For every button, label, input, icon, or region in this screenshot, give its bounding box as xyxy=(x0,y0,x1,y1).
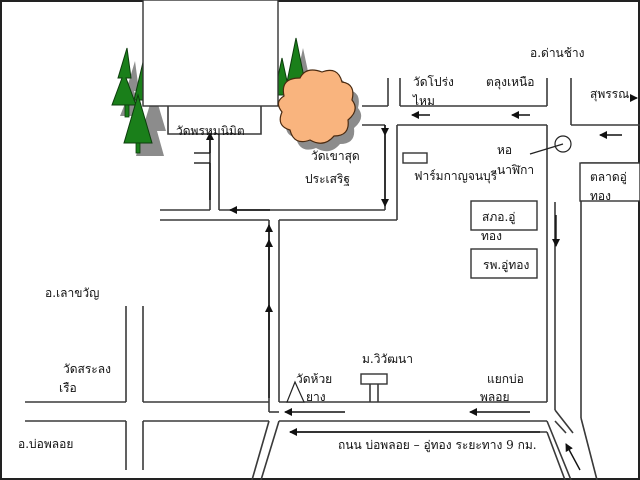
label-market: ตลาดอู่ xyxy=(590,170,627,185)
label-wat-sa-long-ruea: วัดสระลง xyxy=(63,362,111,376)
label-hospital: รพ.อู่ทอง xyxy=(483,258,529,273)
police-station-box xyxy=(470,200,538,231)
label-main-road: ถนน บ่อพลอย – อู่ทอง ระยะทาง 9 กม. xyxy=(338,438,537,453)
wat-phromnimit-outline xyxy=(167,106,262,135)
school-marker xyxy=(360,373,388,385)
label-wat-khao-sut-2: ประเสริฐ xyxy=(305,172,350,186)
label-police-station-2: ทอง xyxy=(481,229,502,243)
label-farm-kanchanaburi: ฟาร์มกาญจนบุรี xyxy=(414,169,498,184)
label-wiwatana-school: ม.วิวัฒนา xyxy=(362,352,413,366)
pine-tree-icon xyxy=(111,47,166,156)
label-market-2: ทอง xyxy=(590,189,611,203)
label-amphoe-dan-chang: อ.ด่านช้าง xyxy=(530,46,585,60)
label-wat-phromnimit: วัดพรหมนิมิต xyxy=(176,124,245,138)
label-clock-tower: หอ xyxy=(497,143,512,157)
label-suphan: สุพรรณ xyxy=(590,87,629,102)
label-wat-prong: วัดโปร่ง xyxy=(413,75,454,89)
clock-tower-pointer xyxy=(529,143,564,155)
label-bo-phloi-junction: แยกบ่อ xyxy=(487,372,524,386)
clock-tower-icon xyxy=(554,135,572,153)
label-bo-phloi-junction-2: พลอย xyxy=(480,390,510,404)
label-clock-tower-2: นาฬิกา xyxy=(497,163,534,177)
label-amphoe-lao-khwan: อ.เลาขวัญ xyxy=(45,286,99,300)
market-box xyxy=(579,162,640,202)
label-amphoe-bo-phloi: อ.บ่อพลอย xyxy=(18,437,73,451)
wat-khao-sut-area xyxy=(277,69,362,152)
label-wat-huai-yang: วัดห้วย xyxy=(296,372,332,386)
label-police-station: สภอ.อู่ xyxy=(482,210,515,225)
label-wat-prong-2: ไหม xyxy=(412,94,435,108)
label-wat-sa-long-ruea-2: เรือ xyxy=(59,381,77,395)
arrow-icon xyxy=(565,443,581,471)
temple-mountain-icon xyxy=(286,380,305,403)
label-talung-nuea: ตลุงเหนือ xyxy=(486,75,534,90)
label-wat-khao-sut: วัดเขาสุด xyxy=(311,149,360,164)
route-arrows xyxy=(206,94,638,471)
farm-marker xyxy=(402,152,428,164)
map-inset-box xyxy=(142,0,279,107)
label-wat-huai-yang-2: ยาง xyxy=(306,390,326,404)
hospital-box xyxy=(470,248,538,279)
